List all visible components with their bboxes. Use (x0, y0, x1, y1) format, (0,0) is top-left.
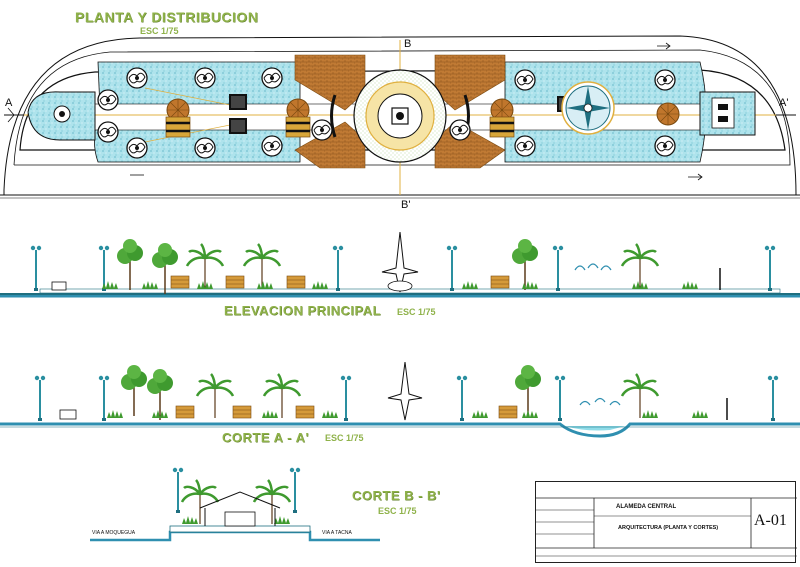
section-aa-scale: ESC 1/75 (325, 433, 364, 443)
section-bb-left-road: VIA A MOQUEGUA (92, 530, 136, 536)
title-block-grid (536, 497, 797, 557)
title-block-project: ALAMEDA CENTRAL (616, 504, 677, 510)
plan-title: PLANTA Y DISTRIBUCION (75, 9, 259, 25)
section-bb-title: CORTE B - B' (352, 488, 441, 503)
plan-scale: ESC 1/75 (140, 26, 179, 36)
cut-marker-b-top: B (404, 38, 412, 50)
cut-marker-a-right: A' (779, 97, 789, 109)
plan-view (0, 35, 800, 199)
elevation-title: ELEVACION PRINCIPAL (224, 303, 382, 318)
cut-marker-b-bottom: B' (401, 199, 411, 211)
elevation-scale: ESC 1/75 (397, 307, 436, 317)
section-bb-right-road: VIA A TACNA (322, 530, 352, 536)
section-bb-scale: ESC 1/75 (378, 506, 417, 516)
section-b-b (90, 466, 380, 542)
plan-road-outer (3, 35, 797, 196)
title-block: ALAMEDA CENTRAL ARQUITECTURA (PLANTA Y C… (535, 481, 797, 563)
cut-marker-a-left: A (5, 97, 13, 109)
plan-sidewalk-edge (13, 49, 791, 166)
section-aa-title: CORTE A - A' (222, 430, 310, 445)
title-block-sheet-number: A-01 (754, 512, 787, 529)
section-a-a (0, 361, 800, 438)
title-block-content: ARQUITECTURA (PLANTA Y CORTES) (618, 525, 719, 531)
elevation-principal (0, 231, 800, 298)
plan-brick-nw (294, 54, 366, 111)
plan-brick-sw (294, 121, 366, 169)
